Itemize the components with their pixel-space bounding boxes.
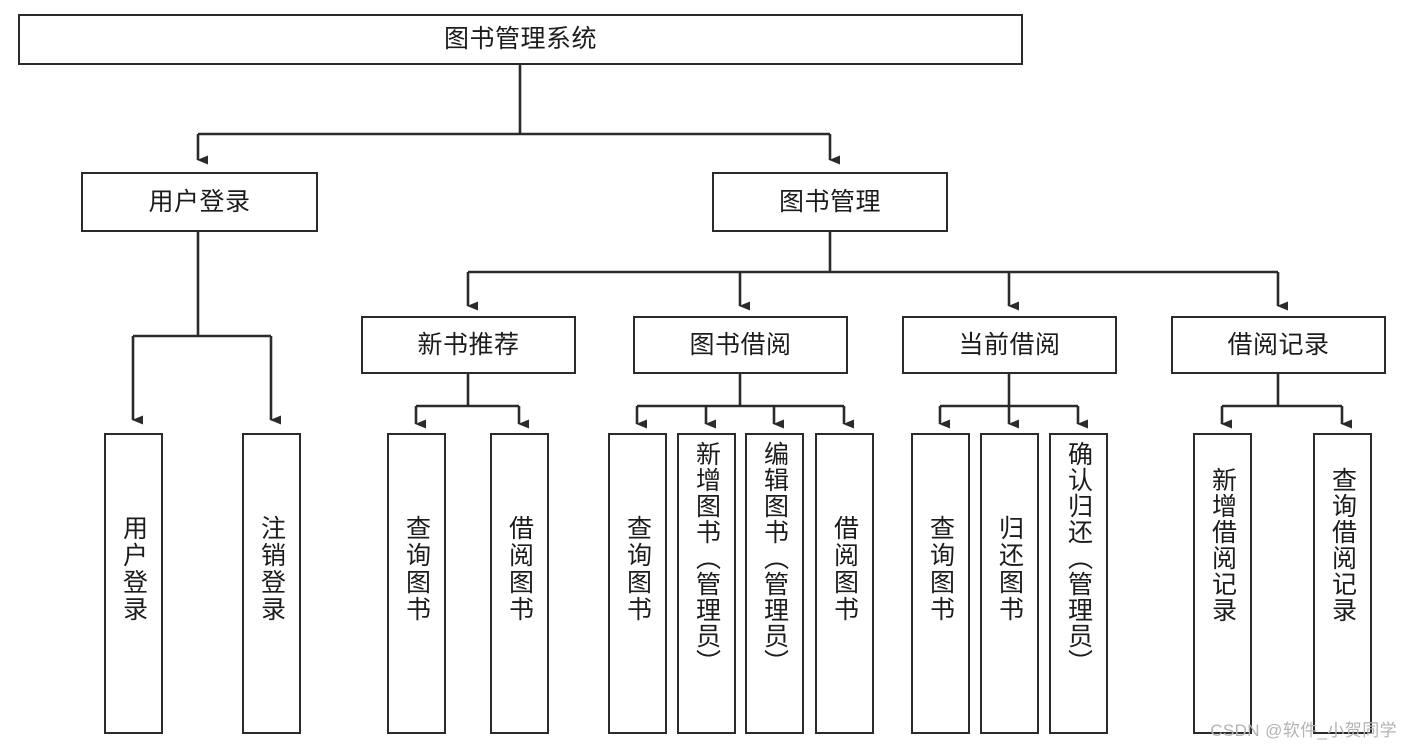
node-borrow-record-label: 借阅记录 [1227, 330, 1330, 359]
csdn-watermark: CSDN @软件_小贺同学 [1210, 721, 1397, 740]
leaf-query-borrow-record-label: 查询借阅记录 [1328, 467, 1357, 623]
leaf-confirm-return-admin[interactable]: 确认归还（管理员） [1049, 433, 1108, 734]
leaf-add-book-admin-label: 新增图书（管理员） [692, 441, 721, 675]
leaf-add-book-admin[interactable]: 新增图书（管理员） [677, 433, 736, 734]
leaf-query-book-recommend-label: 查询图书 [402, 515, 431, 623]
leaf-borrow-book-recommend-label: 借阅图书 [505, 515, 534, 623]
leaf-borrow-book[interactable]: 借阅图书 [815, 433, 874, 734]
leaf-query-book-recommend[interactable]: 查询图书 [387, 433, 446, 734]
node-root[interactable]: 图书管理系统 [18, 14, 1023, 65]
node-current-borrow-label: 当前借阅 [958, 330, 1061, 359]
node-book-borrow-label: 图书借阅 [689, 330, 792, 359]
leaf-query-book-borrow-label: 查询图书 [623, 515, 652, 623]
node-new-book-recommend-label: 新书推荐 [417, 330, 520, 359]
leaf-query-book-current[interactable]: 查询图书 [911, 433, 970, 734]
node-root-label: 图书管理系统 [443, 25, 597, 53]
node-user-login[interactable]: 用户登录 [81, 172, 318, 232]
node-current-borrow[interactable]: 当前借阅 [902, 316, 1117, 374]
leaf-query-book-current-label: 查询图书 [926, 515, 955, 623]
leaf-borrow-book-label: 借阅图书 [830, 515, 859, 623]
leaf-user-login-label: 用户登录 [119, 515, 148, 623]
node-user-login-label: 用户登录 [148, 187, 251, 216]
node-book-borrow[interactable]: 图书借阅 [633, 316, 848, 374]
node-borrow-record[interactable]: 借阅记录 [1171, 316, 1386, 374]
node-book-management[interactable]: 图书管理 [712, 172, 948, 232]
leaf-user-login[interactable]: 用户登录 [104, 433, 163, 734]
leaf-query-borrow-record[interactable]: 查询借阅记录 [1313, 433, 1372, 734]
leaf-logout[interactable]: 注销登录 [242, 433, 301, 734]
leaf-add-borrow-record[interactable]: 新增借阅记录 [1193, 433, 1252, 734]
leaf-query-book-borrow[interactable]: 查询图书 [608, 433, 667, 734]
leaf-return-book[interactable]: 归还图书 [980, 433, 1039, 734]
node-book-management-label: 图书管理 [778, 187, 881, 216]
node-new-book-recommend[interactable]: 新书推荐 [361, 316, 576, 374]
leaf-confirm-return-admin-label: 确认归还（管理员） [1064, 441, 1093, 675]
leaf-borrow-book-recommend[interactable]: 借阅图书 [490, 433, 549, 734]
leaf-return-book-label: 归还图书 [995, 515, 1024, 623]
leaf-edit-book-admin[interactable]: 编辑图书（管理员） [745, 433, 804, 734]
leaf-edit-book-admin-label: 编辑图书（管理员） [760, 441, 789, 675]
leaf-add-borrow-record-label: 新增借阅记录 [1208, 467, 1237, 623]
leaf-logout-label: 注销登录 [257, 515, 286, 623]
